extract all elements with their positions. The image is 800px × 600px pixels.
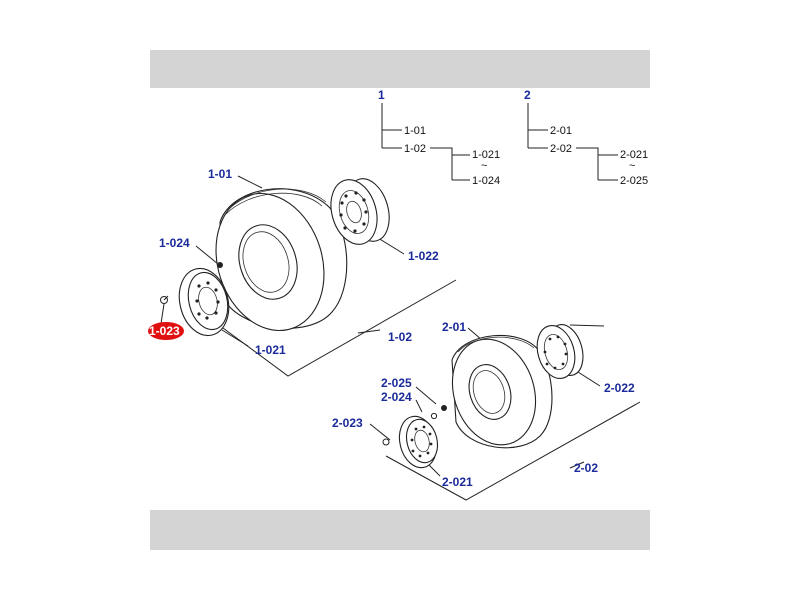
assembly-2 — [369, 321, 641, 501]
assembly-2-bracket — [385, 401, 641, 501]
tire-2-01[interactable] — [439, 328, 553, 455]
tree-1-tilde: ~ — [481, 160, 487, 172]
nut-2-024[interactable] — [430, 412, 438, 420]
bottom-band — [150, 510, 650, 550]
label-2-025[interactable]: 2-025 — [381, 376, 412, 390]
tree-1-sub-end[interactable]: 1-024 — [472, 175, 500, 187]
label-2-01[interactable]: 2-01 — [442, 320, 466, 334]
label-2-021[interactable]: 2-021 — [442, 475, 473, 489]
rim-2-021[interactable] — [394, 412, 442, 471]
tree-1-sub-start[interactable]: 1-021 — [472, 149, 500, 161]
tree-2-sub-end[interactable]: 2-025 — [620, 175, 648, 187]
rim-1-022[interactable] — [324, 174, 396, 250]
rim-1-021[interactable] — [172, 263, 235, 341]
tree-group-1: 1 1-01 1-02 1-021 ~ 1-024 — [378, 88, 500, 187]
nut-2-025[interactable] — [441, 405, 447, 411]
tree-2-item-02[interactable]: 2-02 — [550, 143, 572, 155]
top-band — [150, 50, 650, 88]
tree-1-item-01[interactable]: 1-01 — [404, 125, 426, 137]
label-1-01[interactable]: 1-01 — [208, 167, 232, 181]
bolt-1-023[interactable] — [160, 295, 169, 304]
label-1-022[interactable]: 1-022 — [408, 249, 439, 263]
label-2-024[interactable]: 2-024 — [381, 390, 412, 404]
label-1-023-highlight[interactable]: 1-023 — [148, 322, 184, 340]
label-1-02[interactable]: 1-02 — [388, 330, 412, 344]
label-2-022[interactable]: 2-022 — [604, 381, 635, 395]
label-1-023: 1-023 — [149, 324, 180, 338]
nut-1-024[interactable] — [217, 262, 223, 268]
tree-2-root[interactable]: 2 — [524, 88, 531, 102]
tree-group-2: 2 2-01 2-02 2-021 ~ 2-025 — [524, 88, 648, 187]
rim-2-022[interactable] — [531, 321, 588, 383]
tree-2-tilde: ~ — [629, 160, 635, 172]
label-1-021[interactable]: 1-021 — [255, 343, 286, 357]
highlight-marker — [148, 322, 184, 340]
tree-1-item-02[interactable]: 1-02 — [404, 143, 426, 155]
tree-1-root[interactable]: 1 — [378, 88, 385, 102]
label-2-023[interactable]: 2-023 — [332, 416, 363, 430]
assembly-1 — [159, 174, 457, 377]
tire-1-01[interactable] — [199, 179, 348, 344]
tree-2-sub-start[interactable]: 2-021 — [620, 149, 648, 161]
tree-2-item-01[interactable]: 2-01 — [550, 125, 572, 137]
bolt-2-023[interactable] — [382, 438, 390, 446]
label-2-02[interactable]: 2-02 — [574, 461, 598, 475]
label-1-024[interactable]: 1-024 — [159, 236, 190, 250]
